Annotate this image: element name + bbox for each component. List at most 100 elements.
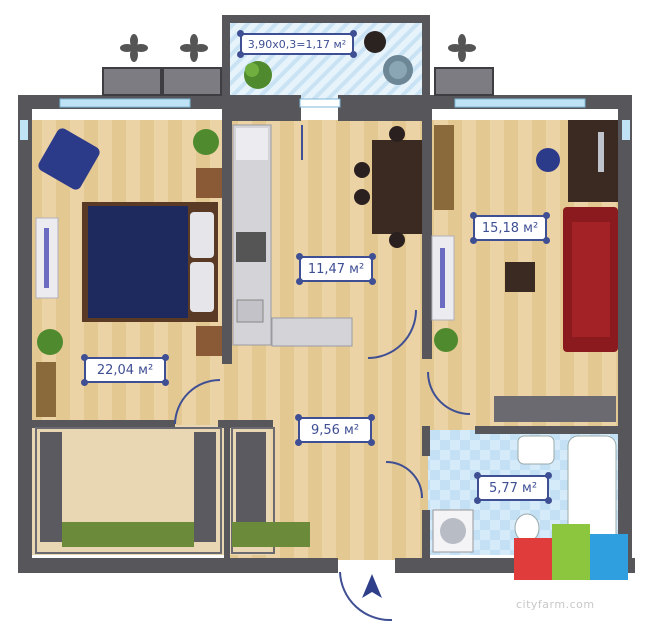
pillow-icon xyxy=(190,262,214,312)
logo-block-red xyxy=(514,538,552,580)
bedroom-area-text: 22,04 м² xyxy=(96,362,154,378)
living-area-text: 15,18 м² xyxy=(481,220,539,236)
armchair-seat xyxy=(389,61,407,79)
wardrobe-rack-right xyxy=(194,432,216,542)
door-swing xyxy=(367,309,417,359)
sink-icon xyxy=(517,435,555,465)
chair-icon xyxy=(354,189,370,205)
stove-icon xyxy=(236,232,266,262)
tv-icon xyxy=(440,248,445,308)
fridge-icon xyxy=(236,128,268,160)
door-swing xyxy=(385,461,423,499)
bathroom-area-label: 5,77 м² xyxy=(474,472,552,504)
wall-bedroom-bottom2 xyxy=(218,420,273,428)
watermark: cityfarm.com xyxy=(516,598,595,611)
bedroom-furniture xyxy=(35,128,222,417)
kitchen-area-text: 11,47 м² xyxy=(307,261,365,277)
wall-living-bottom xyxy=(475,426,622,434)
chair-icon xyxy=(389,126,405,142)
wardrobe-rack-bottom xyxy=(232,522,310,547)
wall-bath-left2 xyxy=(422,510,430,560)
armchair-icon xyxy=(38,128,100,190)
bathroom-furniture xyxy=(432,435,617,553)
bathroom-area-text: 5,77 м² xyxy=(488,480,538,496)
dining-table-icon xyxy=(372,140,422,234)
living-furniture xyxy=(431,120,618,422)
balcony-furniture xyxy=(244,31,413,89)
window-right xyxy=(622,120,630,140)
window-left xyxy=(20,120,28,140)
plant-icon xyxy=(37,329,63,355)
wall-top-mid2 xyxy=(338,95,428,121)
fan-icon xyxy=(180,34,208,62)
wall-balcony-right xyxy=(422,15,430,97)
wall-left xyxy=(18,95,32,573)
plant-icon xyxy=(434,328,458,352)
toilet-icon xyxy=(514,513,540,543)
tv-icon xyxy=(44,228,49,288)
wall-bedroom-bottom xyxy=(30,420,175,428)
bedroom-area-label: 22,04 м² xyxy=(81,354,169,386)
side-table-icon xyxy=(364,31,386,53)
wardrobes xyxy=(35,427,310,554)
hall-area-label: 9,56 м² xyxy=(295,414,375,446)
shelf-icon xyxy=(36,362,56,417)
wardrobe-rack-bottom xyxy=(62,522,194,547)
window-living xyxy=(454,98,586,108)
sink-icon xyxy=(236,299,264,323)
logo-block-green xyxy=(552,524,590,580)
fan-icon xyxy=(120,34,148,62)
washing-machine-door xyxy=(440,518,466,544)
wall-top-mid xyxy=(226,95,301,121)
ac-unit-box xyxy=(102,67,162,96)
window-balcony-door xyxy=(299,98,341,108)
shelf-icon xyxy=(434,125,454,210)
window-bedroom xyxy=(59,98,191,108)
wall-wardrobe-divider xyxy=(224,425,230,560)
door-swing xyxy=(339,571,393,622)
kitchen-furniture xyxy=(232,124,422,347)
chair-icon xyxy=(389,232,405,248)
coffee-table-icon xyxy=(505,262,535,292)
nightstand-icon xyxy=(196,168,222,198)
balcony-area-text: 3,90x0,3=1,17 м² xyxy=(247,37,347,51)
hall-area-text: 9,56 м² xyxy=(310,422,360,438)
balcony-area-label: 3,90x0,3=1,17 м² xyxy=(237,30,357,58)
living-area-label: 15,18 м² xyxy=(470,212,550,244)
doors xyxy=(174,125,471,622)
wall-balcony-top xyxy=(222,15,430,23)
ac-unit-box xyxy=(162,67,222,96)
wall-bottom-left xyxy=(18,558,338,573)
shoe-rack-icon xyxy=(494,396,616,422)
fan-icon xyxy=(448,34,476,62)
ac-unit-box xyxy=(434,67,494,96)
kitchen-area-label: 11,47 м² xyxy=(296,253,376,285)
windows xyxy=(20,98,630,140)
door-swing xyxy=(427,371,471,415)
wardrobe-icon xyxy=(231,427,275,554)
wall-kitchen-living xyxy=(422,109,432,359)
sofa-cushion xyxy=(572,222,610,337)
wall-right xyxy=(618,95,632,573)
logo-block-blue xyxy=(590,534,628,580)
logo xyxy=(514,524,628,580)
wardrobe-icon xyxy=(35,427,222,554)
desk-icon xyxy=(568,120,618,202)
pillow-icon xyxy=(190,212,214,258)
wardrobe-rack-left xyxy=(40,432,62,542)
plant-icon-leaf xyxy=(245,63,259,77)
nightstand-icon xyxy=(196,326,222,356)
wall-balcony-left xyxy=(222,15,230,97)
entrance-arrow-icon xyxy=(362,574,382,598)
door-swing xyxy=(174,379,221,425)
chair-icon xyxy=(354,162,370,178)
monitor-icon xyxy=(598,132,604,172)
plant-icon xyxy=(193,129,219,155)
office-chair-icon xyxy=(536,148,560,172)
washing-machine-icon xyxy=(432,509,474,553)
wall-bedroom-kitchen xyxy=(222,109,232,364)
bed-icon xyxy=(88,206,188,318)
wall-bath-left xyxy=(422,426,430,456)
ac-units xyxy=(102,34,494,96)
